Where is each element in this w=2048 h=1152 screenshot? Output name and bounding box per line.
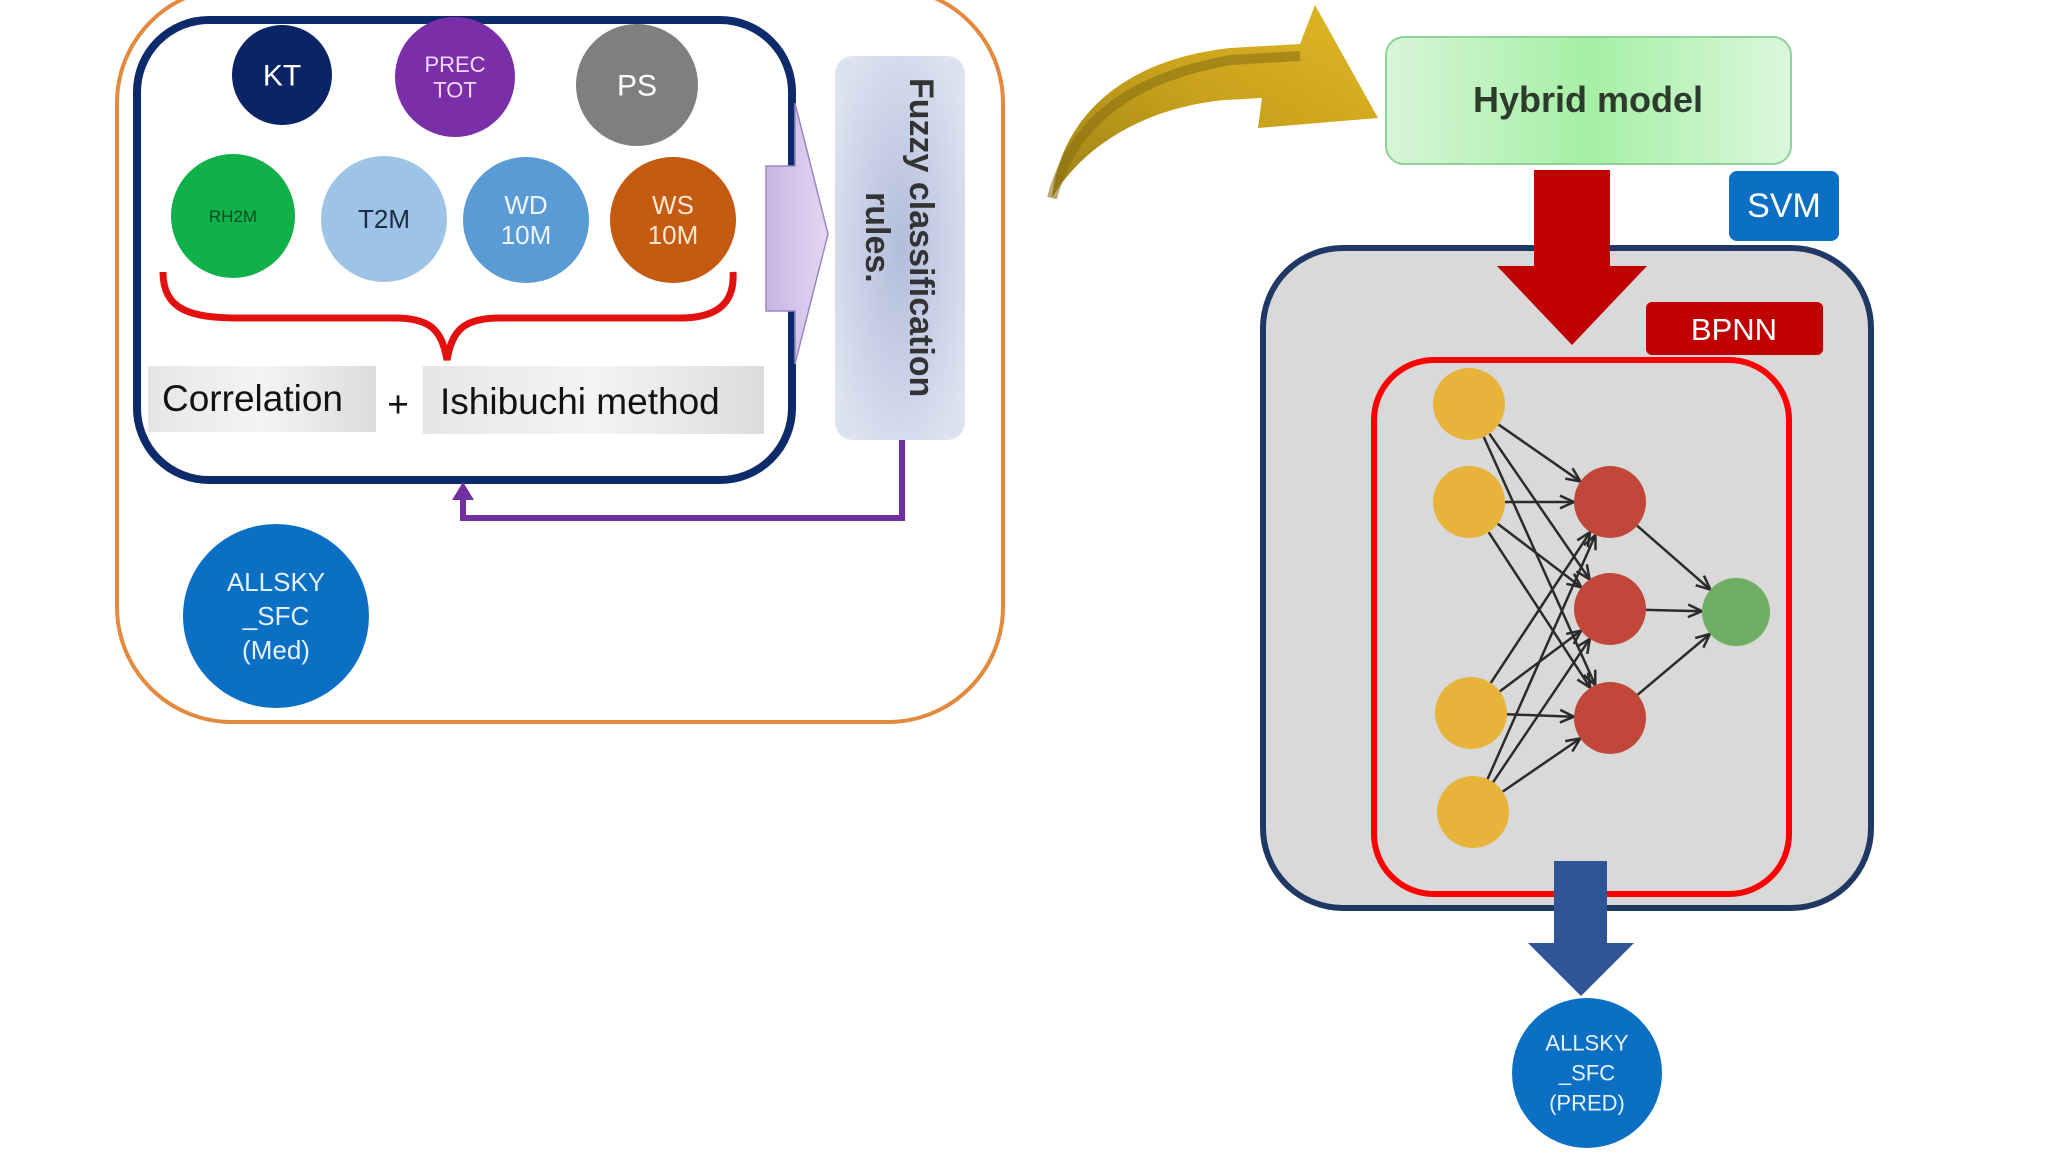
- network-edge: [1496, 522, 1583, 589]
- network-edge: [1645, 608, 1703, 613]
- circle-label-line: PREC: [424, 52, 485, 77]
- to-fuzzy-arrow: [765, 102, 829, 365]
- feedback-connector: [460, 440, 905, 521]
- circle-label-line: TOT: [433, 77, 477, 102]
- bpnn-label: BPNN: [1691, 312, 1777, 347]
- circle-label-line: RH2M: [209, 207, 257, 226]
- circle-label-line: (Med): [242, 635, 310, 665]
- kt-label: KT: [263, 60, 301, 93]
- hybrid-model-title: Hybrid model: [1473, 79, 1703, 120]
- output-node: [1702, 578, 1770, 646]
- variable-ps: PS: [576, 24, 698, 146]
- fuzzy-rules-box: Fuzzy classification rules.: [835, 56, 965, 440]
- network-connections: [1482, 423, 1713, 793]
- fuzzy-rules-line1: Fuzzy classification: [902, 78, 940, 397]
- hybrid-model-box: [1385, 36, 1792, 165]
- circle-label-line: _SFC: [1558, 1061, 1615, 1086]
- bpnn-badge: [1646, 302, 1823, 355]
- input-node: [1433, 466, 1505, 538]
- output-allsky-pred: ALLSKY _SFC (PRED): [1512, 998, 1662, 1148]
- network-edge: [1636, 524, 1712, 591]
- svm-to-output-arrow: [1528, 861, 1634, 996]
- network-edge: [1497, 423, 1582, 483]
- correlation-label-box: [148, 366, 376, 432]
- grouping-brace: [159, 271, 737, 361]
- correlation-label: Correlation: [162, 378, 343, 419]
- hidden-node: [1574, 682, 1646, 754]
- circle-label-line: KT: [263, 60, 301, 93]
- rh2m-label: RH2M: [209, 207, 257, 226]
- circle-label-line: (PRED): [1549, 1091, 1625, 1116]
- circle-label-line: T2M: [358, 204, 410, 234]
- ishibuchi-method-label: Ishibuchi method: [440, 381, 720, 422]
- hidden-node: [1574, 466, 1646, 538]
- input-node: [1433, 368, 1505, 440]
- network-edge: [1488, 432, 1591, 581]
- network-edge: [1501, 737, 1582, 793]
- circle-label-line: _SFC: [242, 601, 309, 631]
- ps-label: PS: [617, 70, 657, 103]
- svm-badge: [1729, 171, 1839, 241]
- network-edge: [1486, 534, 1597, 780]
- circle-label-line: 10M: [648, 220, 699, 250]
- hidden-node: [1574, 573, 1646, 645]
- variable-kt: KT: [232, 25, 332, 125]
- feedback-arrowhead: [452, 482, 474, 500]
- circle-label-line: WS: [652, 190, 694, 220]
- network-edge-arrowhead: [1576, 672, 1592, 691]
- circle-label-line: 10M: [501, 220, 552, 250]
- variable-rh2m: RH2M: [171, 154, 295, 278]
- input-node: [1437, 776, 1509, 848]
- network-edge: [1636, 632, 1711, 696]
- circle-label-line: PS: [617, 70, 657, 103]
- target-allsky-med: ALLSKY _SFC (Med): [183, 524, 369, 708]
- curved-flow-arrow: [1047, 5, 1378, 200]
- svg-text:ALLSKY_SFC(PRED): ALLSKY _SFC (PRED): [1545, 1031, 1628, 1116]
- fuzzy-rules-line2: rules.: [858, 192, 896, 283]
- svm-label: SVM: [1747, 187, 1821, 225]
- input-node: [1435, 677, 1507, 749]
- plus-sign: +: [387, 384, 409, 425]
- network-edge-arrowhead: [1694, 631, 1713, 649]
- ishibuchi-label-box: [423, 366, 764, 434]
- hybrid-to-svm-arrow: [1497, 170, 1647, 345]
- circle-label-line: ALLSKY: [1545, 1031, 1628, 1056]
- t2m-label: T2M: [358, 204, 410, 234]
- network-edge-arrowhead: [1559, 708, 1578, 724]
- network-edge-arrowhead: [1576, 636, 1592, 655]
- network-edge: [1506, 713, 1575, 718]
- network-nodes: [1433, 368, 1770, 848]
- circle-label-line: ALLSKY: [227, 567, 325, 597]
- network-edge: [1489, 531, 1592, 684]
- network-edge: [1492, 638, 1591, 783]
- svg-text:ALLSKY_SFC(Med): ALLSKY _SFC (Med): [227, 567, 325, 665]
- circle-label-line: WD: [504, 190, 547, 220]
- variable-t2m: T2M: [321, 156, 447, 282]
- network-edge: [1482, 436, 1597, 686]
